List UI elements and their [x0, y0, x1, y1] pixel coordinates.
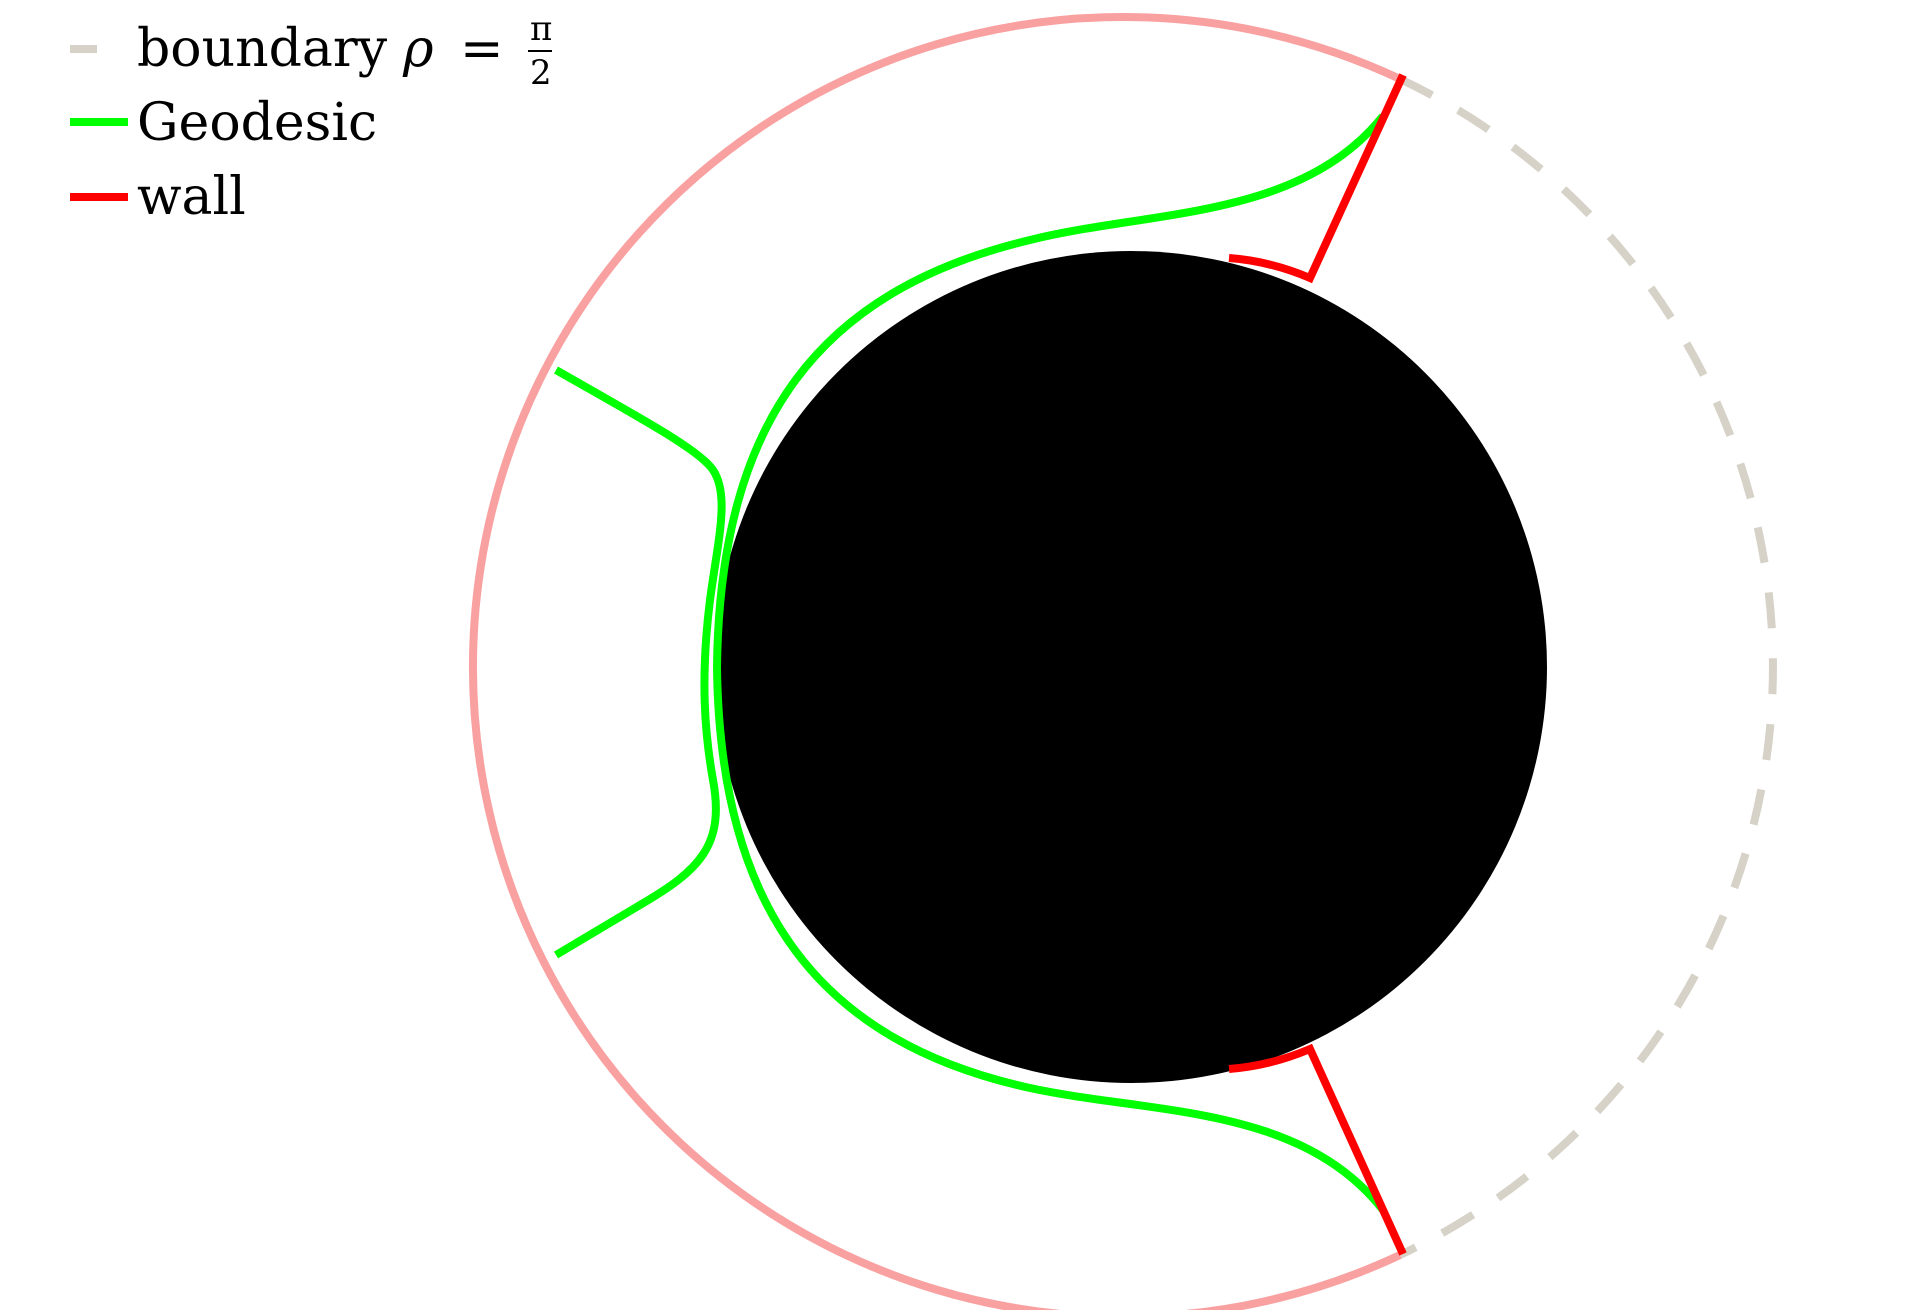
legend-label-wall: wall: [137, 167, 246, 227]
diagram-shapes: [468, 13, 1777, 1315]
wall-lower: [1228, 1043, 1407, 1256]
legend-rho-symbol: ρ: [402, 19, 434, 79]
legend-entry-boundary: boundary ρ = π 2: [70, 9, 552, 93]
legend-equals: =: [460, 19, 504, 79]
legend-label-geodesic: Geodesic: [137, 93, 377, 153]
legend-frac-numerator: π: [530, 9, 552, 49]
boundary-dashed-arc: [1398, 75, 1777, 1259]
geodesic-lower: [713, 666, 1387, 1213]
legend-entry-wall: wall: [70, 167, 246, 227]
wall-upper: [1228, 73, 1407, 284]
geodesic-upper: [713, 113, 1387, 668]
outer-boundary-arc: [468, 13, 1402, 1315]
black-hole-disk: [715, 251, 1547, 1083]
legend-frac-denominator: 2: [530, 53, 552, 93]
geodesic-left: [553, 366, 726, 959]
legend-entry-geodesic: Geodesic: [70, 93, 377, 153]
legend: boundary ρ = π 2 Geodesic wall: [70, 9, 552, 227]
legend-label-boundary: boundary: [137, 19, 388, 79]
